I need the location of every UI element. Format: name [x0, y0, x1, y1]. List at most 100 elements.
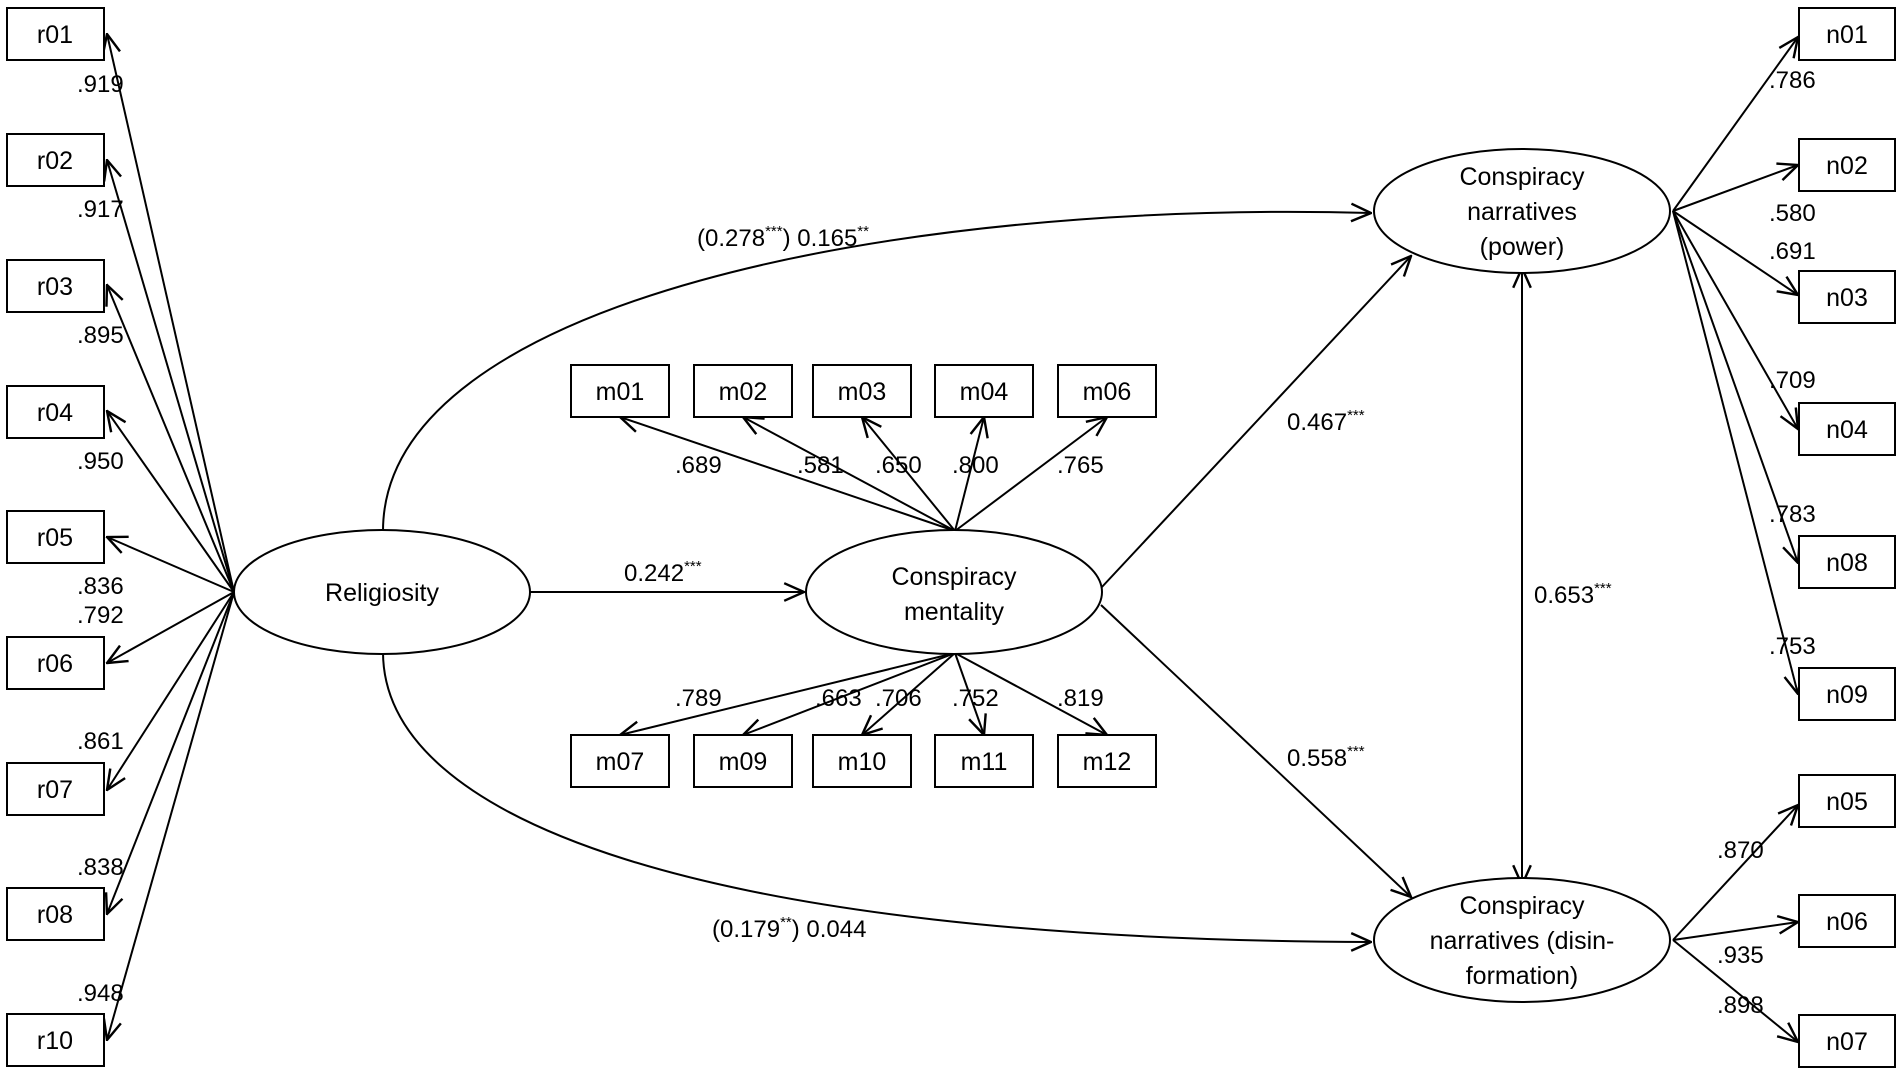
svg-text:m12: m12: [1083, 748, 1132, 776]
indicator-r03: r03: [6, 259, 105, 313]
religiosity-loadings: [107, 34, 235, 1040]
structural-paths: [382, 212, 1522, 942]
svg-text:r08: r08: [37, 901, 73, 929]
loading-arrow-n06: [1672, 922, 1798, 941]
indicator-m01: m01: [570, 364, 670, 418]
loading-value-r07: .861: [77, 728, 124, 755]
svg-text:r02: r02: [37, 147, 73, 175]
svg-text:r10: r10: [37, 1027, 73, 1055]
latent-disinfo-line-3: formation): [1466, 962, 1579, 990]
svg-text:r07: r07: [37, 776, 73, 804]
svg-text:n04: n04: [1826, 416, 1868, 444]
indicator-m02: m02: [693, 364, 793, 418]
latent-mentality: Conspiracy mentality: [805, 529, 1103, 655]
indicator-m03: m03: [812, 364, 912, 418]
indicator-r01: r01: [6, 7, 105, 61]
disinfo-loading-values: .870 .935 .898: [1717, 837, 1764, 1019]
disinfo-loadings: [1672, 805, 1798, 1042]
latent-power-line-2: narratives: [1467, 198, 1577, 226]
path-religiosity-disinfo: [382, 651, 1371, 942]
indicator-m07: m07: [570, 734, 670, 788]
coef-religiosity-mentality: 0.242***: [624, 558, 702, 587]
svg-text:r06: r06: [37, 650, 73, 678]
loading-arrow-m02: [743, 417, 956, 532]
loading-value-r06: .792: [77, 602, 124, 629]
loading-arrow-m06: [954, 417, 1107, 532]
loading-value-n08: .783: [1769, 501, 1816, 528]
svg-text:m04: m04: [960, 378, 1009, 406]
indicator-r04: r04: [6, 385, 105, 439]
mentality-indicators: m01 m02 m03 m04 m06 m07 m09 m10: [570, 364, 1157, 788]
indicator-m11: m11: [934, 734, 1034, 788]
svg-text:n03: n03: [1826, 284, 1868, 312]
indicator-r06: r06: [6, 636, 105, 690]
indicator-m12: m12: [1057, 734, 1157, 788]
loading-arrow-r02: [107, 160, 235, 593]
indicator-n07: n07: [1798, 1014, 1896, 1068]
loading-arrow-m09: [743, 652, 956, 735]
mentality-loading-values: .689 .581 .650 .800 .765 .789 .663 .706 …: [675, 452, 1104, 712]
loading-arrow-r06: [107, 591, 235, 663]
loading-arrow-m03: [862, 417, 956, 532]
loading-value-m03: .650: [875, 452, 922, 479]
loading-arrow-r04: [107, 411, 235, 593]
loading-arrow-m10: [862, 652, 956, 735]
svg-text:m06: m06: [1083, 378, 1132, 406]
mentality-loadings: [620, 417, 1107, 735]
loading-value-n05: .870: [1717, 837, 1764, 864]
path-mentality-disinfo: [1100, 604, 1411, 897]
loading-value-r05: .836: [77, 573, 124, 600]
svg-text:n09: n09: [1826, 681, 1868, 709]
latent-disinfo: Conspiracy narratives (disin- formation): [1373, 877, 1671, 1003]
svg-text:n02: n02: [1826, 152, 1868, 180]
coef-mentality-power: 0.467***: [1287, 407, 1365, 436]
loading-arrow-r01: [107, 34, 235, 593]
indicator-m10: m10: [812, 734, 912, 788]
svg-text:r01: r01: [37, 21, 73, 49]
indicator-m06: m06: [1057, 364, 1157, 418]
loading-arrow-m01: [620, 417, 956, 532]
loading-value-n04: .709: [1769, 367, 1816, 394]
coef-religiosity-disinfo: (0.179**) 0.044: [712, 914, 866, 943]
indicator-n09: n09: [1798, 667, 1896, 721]
indicator-n01: n01: [1798, 7, 1896, 61]
latent-power: Conspiracy narratives (power): [1373, 148, 1671, 274]
religiosity-loading-values: .919 .917 .895 .950 .836 .792 .861 .838 …: [77, 71, 124, 1007]
coef-power-disinfo: 0.653***: [1534, 580, 1612, 609]
svg-text:m10: m10: [838, 748, 887, 776]
indicator-r10: r10: [6, 1013, 105, 1067]
latent-disinfo-line-1: Conspiracy: [1459, 892, 1585, 920]
latent-religiosity: Religiosity: [233, 529, 531, 655]
svg-text:r04: r04: [37, 399, 73, 427]
loading-value-m02: .581: [797, 452, 844, 479]
svg-text:m03: m03: [838, 378, 887, 406]
indicator-m09: m09: [693, 734, 793, 788]
loading-arrow-r05: [107, 537, 235, 593]
svg-text:m01: m01: [596, 378, 645, 406]
loading-arrow-m07: [620, 652, 956, 735]
loading-value-n09: .753: [1769, 633, 1816, 660]
loading-value-n03: .691: [1769, 238, 1816, 265]
loading-value-m09: .663: [815, 685, 862, 712]
loading-value-m06: .765: [1057, 452, 1104, 479]
indicator-r05: r05: [6, 510, 105, 564]
loading-value-r01: .919: [77, 71, 124, 98]
svg-text:n08: n08: [1826, 549, 1868, 577]
power-loading-values: .786 .580 .691 .709 .783 .753: [1769, 67, 1816, 660]
coef-mentality-disinfo: 0.558***: [1287, 743, 1365, 772]
latent-mentality-line-2: mentality: [904, 598, 1005, 626]
loading-arrow-m04: [954, 417, 984, 532]
latent-religiosity-label: Religiosity: [325, 579, 439, 607]
svg-text:m07: m07: [596, 748, 645, 776]
latent-power-line-1: Conspiracy: [1459, 163, 1585, 191]
loading-arrow-n04: [1672, 210, 1798, 429]
structural-coefficients: (0.278***) 0.165** (0.179**) 0.044 0.242…: [624, 223, 1612, 943]
loading-value-r02: .917: [77, 196, 124, 223]
svg-text:n07: n07: [1826, 1028, 1868, 1056]
loading-value-m11: .752: [952, 685, 999, 712]
loading-arrow-r10: [107, 591, 235, 1040]
svg-text:n05: n05: [1826, 788, 1868, 816]
loading-value-n02: .580: [1769, 200, 1816, 227]
loading-value-r08: .838: [77, 854, 124, 881]
